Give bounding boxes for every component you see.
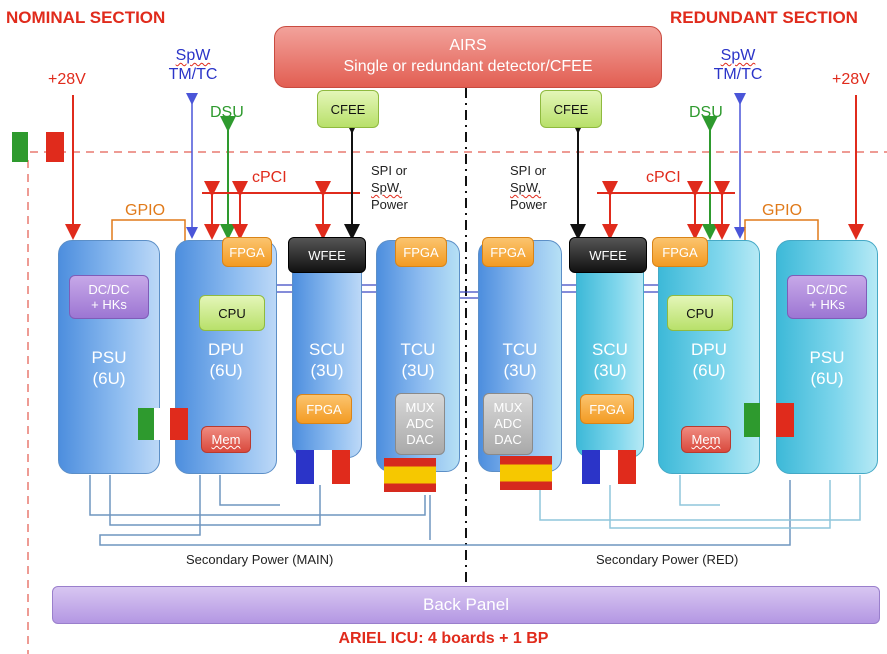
cpci-label-nominal: cPCI: [252, 169, 287, 186]
dsu-label-nominal: DSU: [210, 104, 244, 121]
gpio-label-redundant: GPIO: [762, 202, 803, 219]
airs-block: AIRS Single or redundant detector/CFEE: [274, 26, 662, 88]
scu-board-redundant: SCU(3U) FPGA: [576, 240, 644, 458]
psu-board-redundant: DC/DC+ HKs PSU(6U): [776, 240, 878, 474]
cfee-redundant: CFEE: [540, 90, 602, 128]
dpu-label-redundant: DPU(6U): [691, 340, 727, 380]
dpu-board-nominal: CPU DPU(6U) Mem: [175, 240, 277, 474]
airs-title: AIRS: [449, 37, 487, 54]
italy-flag-green-stripe: [12, 132, 28, 162]
scu-label-redundant: SCU(3U): [592, 340, 628, 380]
scu-board-nominal: SCU(3U) FPGA: [292, 240, 362, 458]
back-panel: Back Panel: [52, 586, 880, 624]
fpga-chip-scu-redundant: FPGA: [580, 394, 634, 424]
wfee-chip-nominal: WFEE: [288, 237, 366, 273]
wfee-chip-redundant: WFEE: [569, 237, 647, 273]
spw-tmtc-label-nominal: SpW TM/TC: [168, 47, 218, 83]
mem-chip-redundant: Mem: [681, 426, 731, 453]
airs-subtitle: Single or redundant detector/CFEE: [343, 58, 593, 75]
secondary-power-main-label: Secondary Power (MAIN): [186, 552, 334, 567]
fpga-chip-dpu-nominal: FPGA: [222, 237, 272, 267]
footer-title: ARIEL ICU: 4 boards + 1 BP: [338, 630, 549, 647]
psu-board-nominal: DC/DC+ HKs PSU(6U): [58, 240, 160, 474]
italy-flag-red-stripe: [46, 132, 64, 162]
dcdc-chip-redundant: DC/DC+ HKs: [787, 275, 867, 319]
dpu-board-redundant: CPU DPU(6U) Mem: [658, 240, 760, 474]
cfee-nominal: CFEE: [317, 90, 379, 128]
psu-label-nominal: PSU(6U): [91, 348, 127, 388]
fpga-chip-tcu-nominal: FPGA: [395, 237, 447, 267]
mem-chip-nominal: Mem: [201, 426, 251, 453]
secondary-power-red-label: Secondary Power (RED): [596, 552, 739, 567]
dsu-label-redundant: DSU: [689, 104, 723, 121]
spain-flag-redundant: [500, 456, 552, 490]
dpu-label-nominal: DPU(6U): [208, 340, 244, 380]
scu-label-nominal: SCU(3U): [309, 340, 345, 380]
redundant-section-title: REDUNDANT SECTION: [670, 8, 858, 27]
tcu-label-redundant: TCU(3U): [502, 340, 538, 380]
tcu-label-nominal: TCU(3U): [400, 340, 436, 380]
fpga-chip-scu-nominal: FPGA: [296, 394, 352, 424]
gpio-label-nominal: GPIO: [125, 202, 166, 219]
fpga-chip-tcu-redundant: FPGA: [482, 237, 534, 267]
fpga-chip-dpu-redundant: FPGA: [652, 237, 708, 267]
nominal-section-title: NOMINAL SECTION: [6, 8, 166, 27]
cpu-chip-redundant: CPU: [667, 295, 733, 331]
spain-flag-nominal: [384, 458, 436, 492]
cpci-label-redundant: cPCI: [646, 169, 681, 186]
power-28v-label-redundant: +28V: [832, 71, 870, 88]
psu-label-redundant: PSU(6U): [809, 348, 845, 388]
power-28v-label-nominal: +28V: [48, 71, 86, 88]
dcdc-chip-nominal: DC/DC+ HKs: [69, 275, 149, 319]
spw-tmtc-label-redundant: SpW TM/TC: [713, 47, 763, 83]
cpu-chip-nominal: CPU: [199, 295, 265, 331]
